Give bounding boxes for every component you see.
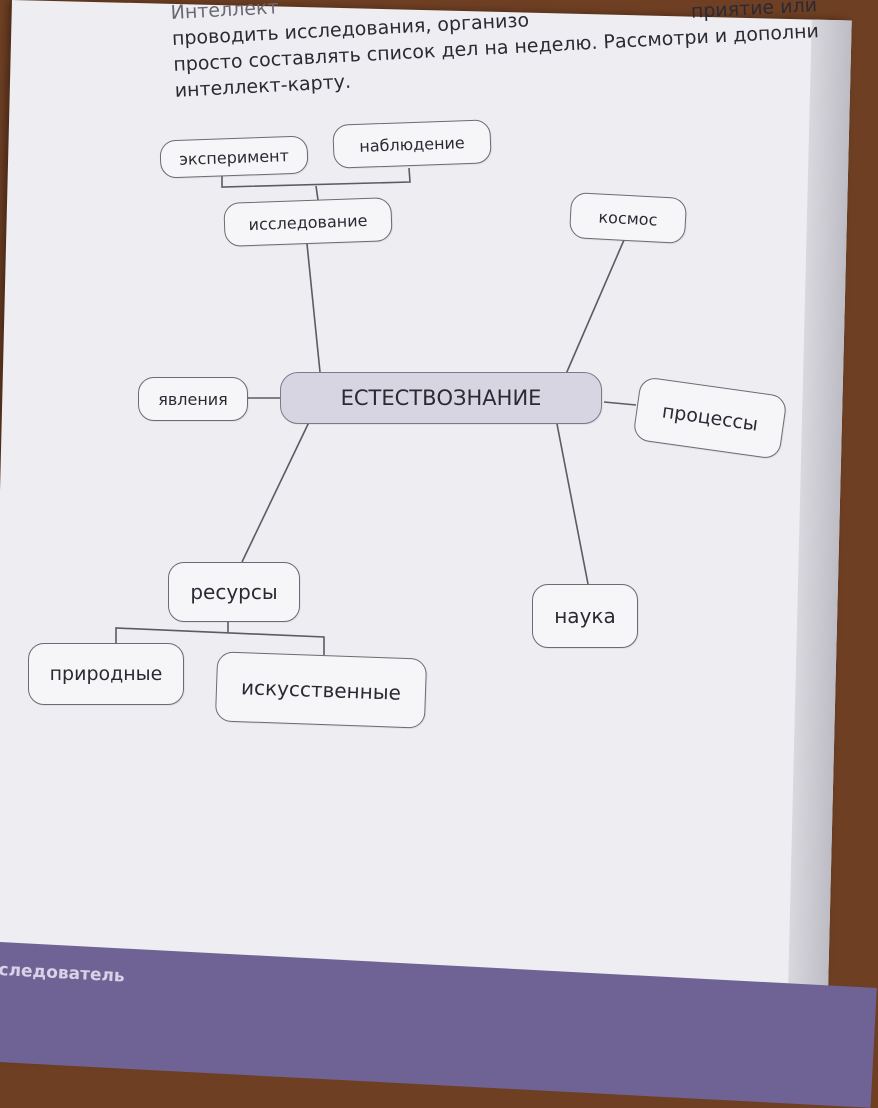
node-research: исследование bbox=[223, 197, 393, 247]
connector-processes-center bbox=[603, 401, 637, 406]
footer-section-label: следователь bbox=[0, 959, 126, 987]
connector-natural-artificial bbox=[115, 627, 325, 655]
connector-research-center bbox=[306, 243, 321, 373]
node-resources-label: ресурсы bbox=[190, 580, 278, 604]
node-science: наука bbox=[532, 584, 638, 648]
node-science-label: наука bbox=[554, 604, 616, 628]
connector-space-center bbox=[565, 239, 625, 375]
node-space: космос bbox=[568, 191, 688, 245]
connector-resources-center bbox=[241, 419, 311, 563]
node-space-label: космос bbox=[598, 206, 658, 230]
mindmap-connectors bbox=[115, 167, 637, 655]
node-phenomena: явления bbox=[138, 377, 248, 421]
connector-research-top bbox=[315, 185, 319, 201]
node-artificial-label: искусственные bbox=[240, 675, 402, 705]
node-natural: природные bbox=[28, 643, 184, 705]
node-center: ЕСТЕСТВОЗНАНИЕ bbox=[280, 372, 602, 424]
node-research-label: исследование bbox=[248, 210, 368, 234]
node-resources: ресурсы bbox=[168, 562, 300, 622]
connector-experiment-observation bbox=[221, 167, 411, 188]
node-phenomena-label: явления bbox=[158, 389, 228, 409]
node-natural-label: природные bbox=[49, 663, 163, 685]
connector-science-center bbox=[556, 423, 589, 585]
node-processes-label: процессы bbox=[660, 400, 760, 436]
node-experiment-label: эксперимент bbox=[178, 145, 290, 169]
node-center-label: ЕСТЕСТВОЗНАНИЕ bbox=[340, 386, 542, 410]
node-artificial: искусственные bbox=[214, 651, 428, 729]
node-observation: наблюдение bbox=[332, 119, 492, 169]
node-observation-label: наблюдение bbox=[358, 132, 466, 156]
node-experiment: эксперимент bbox=[159, 135, 309, 179]
